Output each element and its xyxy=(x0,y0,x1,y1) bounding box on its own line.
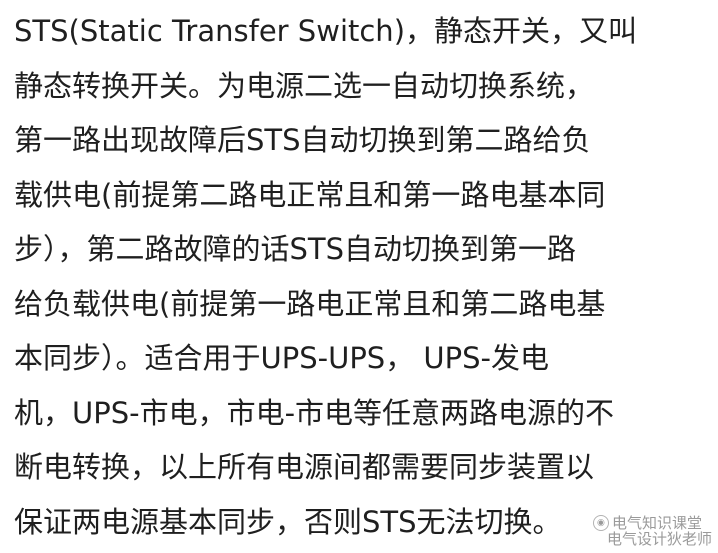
text-line-4: 载供电(前提第二路电正常且和第一路电基本同 xyxy=(14,177,606,212)
text-line-1: STS(Static Transfer Switch)，静态开关，又叫 xyxy=(14,14,638,48)
wechat-icon: ◉ xyxy=(592,515,609,531)
text-line-8: 机，UPS-市电，市电-市电等任意两路电源的不 xyxy=(14,395,615,430)
text-line-9: 断电转换，以上所有电源间都需要同步装置以 xyxy=(14,450,595,484)
text-line-7: 本同步）。适合用于UPS-UPS， UPS-发电 xyxy=(14,341,550,375)
text-line-10: 保证两电源基本同步，否则STS无法切换。 xyxy=(14,504,562,539)
watermark-line-2: 电气设计狄老师 xyxy=(606,530,712,548)
text-line-2: 静态转换开关。为电源二选一自动切换系统， xyxy=(14,68,595,103)
text-line-3: 第一路出现故障后STS自动切换到第二路给负 xyxy=(14,123,591,157)
text-line-6: 给负载供电(前提第一路电正常且和第二路电基 xyxy=(14,286,606,321)
document-body: STS(Static Transfer Switch)，静态开关，又叫 静态转换… xyxy=(14,4,714,549)
text-line-5: 步），第二路故障的话STS自动切换到第一路 xyxy=(14,232,577,266)
watermark: ◉ 电气知识课堂 电气设计狄老师 xyxy=(592,513,712,548)
watermark-line-1: 电气知识课堂 xyxy=(611,513,702,532)
